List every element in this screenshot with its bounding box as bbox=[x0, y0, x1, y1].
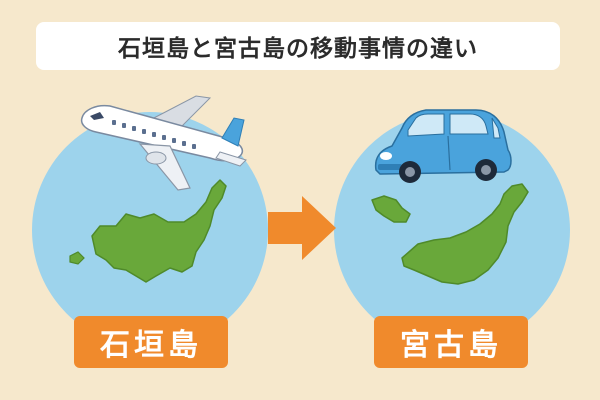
ishigaki-label: 石垣島 bbox=[74, 316, 228, 368]
ishigaki-island-shape bbox=[69, 179, 227, 283]
page-title: 石垣島と宮古島の移動事情の違い bbox=[118, 36, 478, 62]
miyako-island-shape bbox=[371, 183, 529, 285]
miyako-label: 宮古島 bbox=[374, 316, 528, 368]
car-icon bbox=[374, 109, 512, 183]
arrow-right-icon bbox=[268, 196, 336, 260]
airplane-icon bbox=[80, 95, 247, 191]
title-banner: 石垣島と宮古島の移動事情の違い bbox=[36, 22, 560, 70]
